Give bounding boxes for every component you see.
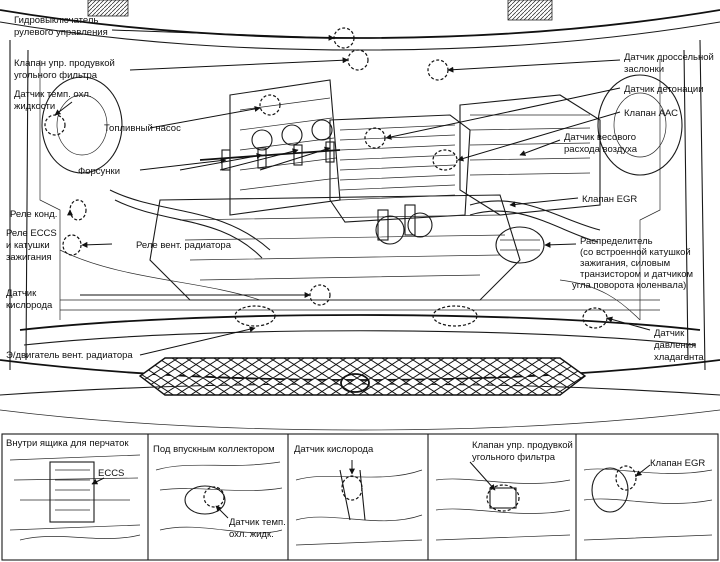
inset-canister-valve: Клапан упр. продувкой угольного фильтра: [435, 440, 575, 541]
label-ecc-relay: Реле ECCS и катушки зажигания: [6, 228, 59, 263]
label-fan-motor: Э/двигатель вент. радиатора: [6, 350, 133, 361]
label-ac-relay: Реле конд.: [10, 209, 57, 220]
engine-bay-artwork: [0, 0, 720, 431]
label-fan-relay: Реле вент. радиатора: [136, 240, 232, 251]
label-power-steering-switch: Гидровыключатель рулевого управления: [14, 15, 108, 38]
inset-glovebox-title: Внутри ящика для перчаток: [6, 438, 129, 449]
component-highlights: [44, 27, 608, 329]
label-canister-purge-valve: Клапан упр. продувкой угольного фильтра: [14, 58, 117, 81]
label-aac-valve: Клапан ААС: [624, 108, 678, 119]
main-labels: Гидровыключатель рулевого управления Кла…: [6, 15, 716, 363]
leader-lines: [54, 29, 651, 356]
inset-intake-callout: Датчик темп. охл. жидк.: [229, 517, 288, 540]
label-oxygen-sensor: Датчик кислорода: [6, 288, 53, 311]
label-coolant-temp-sensor: Датчик темп. охл. жидкости: [14, 89, 94, 112]
inset-oxygen-title: Датчик кислорода: [294, 444, 374, 455]
label-throttle-sensor: Датчик дроссельной заслонки: [624, 52, 716, 75]
label-refrigerant-pressure-sensor: Датчик давления хладагента: [654, 328, 704, 363]
inset-glovebox-callout: ECCS: [98, 468, 124, 479]
inset-glovebox: Внутри ящика для перчаток ECCS: [6, 438, 141, 541]
label-knock-sensor: Датчик детонации: [624, 84, 704, 95]
label-egr-valve: Клапан EGR: [582, 194, 637, 205]
label-injectors: Форсунки: [78, 166, 120, 177]
inset-oxygen-sensor: Датчик кислорода: [294, 444, 423, 546]
label-fuel-pump: Топливный насос: [104, 123, 181, 134]
inset-intake-title: Под впускным коллектором: [153, 444, 275, 455]
inset-intake-manifold: Под впускным коллектором Датчик темп. ох…: [153, 444, 288, 540]
inset-panels: Внутри ящика для перчаток ECCS Под впуск…: [1, 433, 719, 561]
inset-canister-title: Клапан упр. продувкой угольного фильтра: [472, 440, 575, 463]
label-mass-airflow-sensor: Датчик весового расхода воздуха: [564, 132, 639, 155]
inset-egr-callout: Клапан EGR: [650, 458, 705, 469]
inset-egr-valve: Клапан EGR: [583, 458, 713, 541]
label-distributor: Распределитель (со встроенной катушкой з…: [572, 236, 696, 291]
